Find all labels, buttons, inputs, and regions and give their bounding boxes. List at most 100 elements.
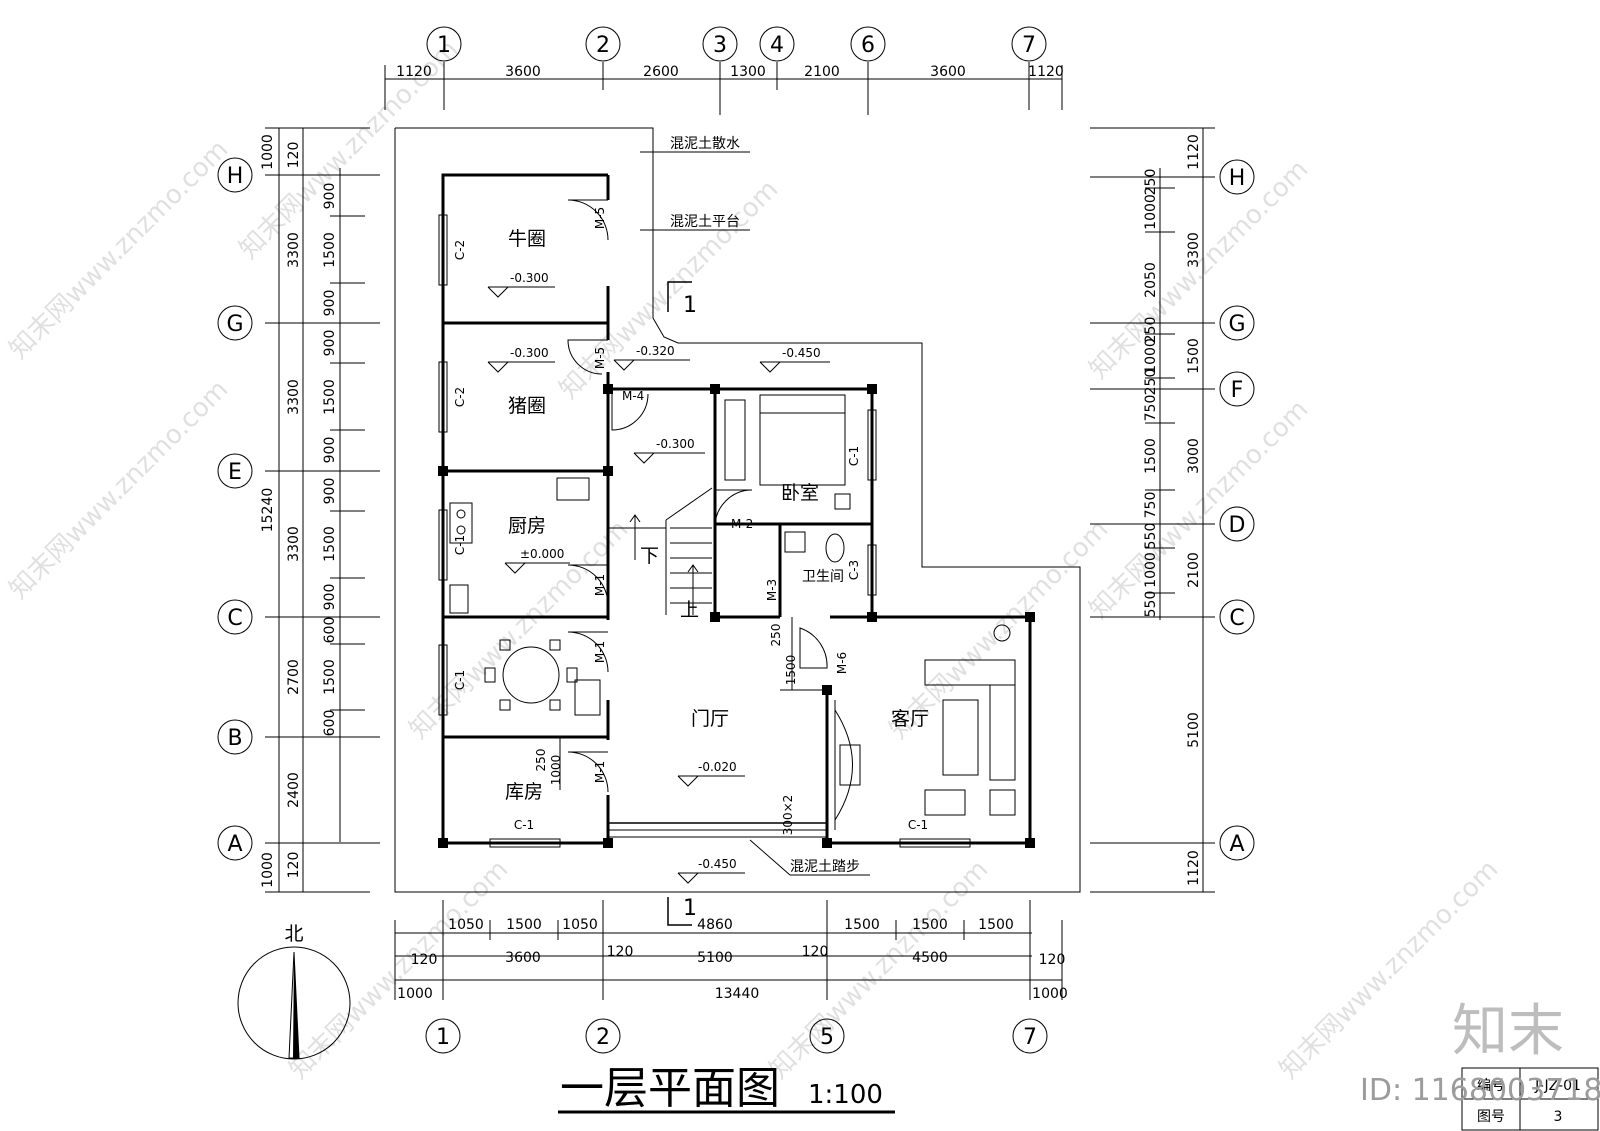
axis-bubble-label: 6	[861, 33, 875, 58]
title-block: 编号 J-JZ-01 图号 3	[1461, 1067, 1599, 1131]
level-marks: -0.300 -0.300 -0.320 -0.450 -0.300 ±0.00…	[487, 271, 830, 884]
window-tag: C-2	[453, 240, 467, 260]
dim-label: 600	[322, 710, 338, 737]
room-label-cow-pen: 牛圈	[508, 228, 546, 250]
room-label-hall: 门厅	[691, 708, 729, 730]
dim-label: 250	[1143, 317, 1159, 344]
north-arrow: 北	[237, 923, 351, 1060]
dim-label: 1500	[322, 659, 338, 695]
level-label: -0.300	[656, 437, 695, 451]
window-tag: C-1	[453, 535, 467, 555]
left-dimensions: 1000 3300 3300 3300 2700 2400 1000 15240…	[260, 127, 380, 893]
axis-bubble-label: 5	[820, 1025, 834, 1050]
axis-bubble-label: C	[1229, 606, 1244, 631]
title-block-value: 3	[1554, 1109, 1563, 1125]
dim-label: 2600	[643, 64, 679, 80]
dim-label: 1120	[1186, 134, 1202, 170]
dim-label: 1120	[1028, 64, 1064, 80]
drawing-title: 一层平面图 1:100	[558, 1063, 895, 1114]
drawing-title-text: 一层平面图	[560, 1063, 780, 1114]
windows	[438, 214, 971, 848]
dim-label: 900	[322, 584, 338, 611]
axis-bubble-label: B	[227, 726, 242, 751]
dim-label: 1500	[844, 917, 880, 933]
dim-label: 900	[322, 437, 338, 464]
title-block-label: 编号	[1477, 1078, 1505, 1094]
dim-label: 120	[607, 944, 634, 960]
dim-label: 1000	[260, 852, 276, 888]
watermark-text: 知末网www.znzmo.com	[284, 854, 515, 1085]
axis-bubble-label: A	[1229, 832, 1244, 857]
axis-bubble-label: 1	[436, 1025, 450, 1050]
door-tag: M-1	[593, 761, 607, 783]
dim-label: 1050	[448, 917, 484, 933]
dim-label: 2700	[286, 659, 302, 695]
dim-label: 750	[1143, 395, 1159, 422]
axis-bubble-label: 7	[1022, 33, 1036, 58]
dim-label: 1000	[1032, 986, 1068, 1002]
watermark-logo: 知末 ID: 1168003718	[1360, 999, 1600, 1108]
door-tag: M-5	[593, 207, 607, 229]
annotations: 混泥土散水 混泥土平台 混泥土踏步 1 1	[640, 136, 870, 926]
dim-label: 3000	[1186, 438, 1202, 474]
dim-label: 4860	[697, 917, 733, 933]
dim-label: 2100	[804, 64, 840, 80]
staircase: 上 下	[608, 487, 713, 621]
dim-label: 900	[322, 290, 338, 317]
window-tag: C-1	[453, 670, 467, 690]
level-label: -0.300	[510, 346, 549, 360]
level-label: ±0.000	[520, 547, 564, 561]
drawing-scale: 1:100	[808, 1080, 883, 1110]
axis-bubble-label: E	[228, 460, 242, 485]
dim-label: 4500	[912, 950, 948, 966]
dim-label: 900	[322, 478, 338, 505]
dim-label: 1500	[506, 917, 542, 933]
window-tag: C-1	[514, 818, 534, 832]
window-tag: C-2	[453, 387, 467, 407]
room-label-bedroom: 卧室	[781, 482, 819, 504]
top-axis-markers: 1 2 3 4 6 7	[426, 26, 1047, 62]
level-label: -0.320	[636, 344, 675, 358]
dim-label: 13440	[715, 986, 760, 1002]
room-label-bathroom: 卫生间	[802, 569, 844, 585]
dim-label: 1000	[397, 986, 433, 1002]
watermark-text: 知末网www.znzmo.com	[764, 854, 995, 1085]
dim-label: 1300	[730, 64, 766, 80]
axis-bubble-label: 2	[596, 33, 610, 58]
dim-label: 250	[1143, 369, 1159, 396]
watermark-text: 知末网www.znzmo.com	[554, 174, 785, 405]
dim-label: 1500	[322, 379, 338, 415]
axis-bubble-label: F	[1231, 378, 1244, 403]
watermark-text: 知末网www.znzmo.com	[1084, 394, 1315, 625]
top-dimensions: 1120 3600 2600 1300 2100 3600 1120	[384, 62, 1064, 115]
axis-bubble-label: 3	[713, 33, 727, 58]
dim-label: 250	[1143, 169, 1159, 196]
left-axis-markers: H G E C B A	[217, 157, 253, 861]
room-label-pig-pen: 猪圈	[508, 395, 546, 417]
section-mark-label: 1	[683, 896, 697, 921]
watermark-id: ID: 1168003718	[1360, 1073, 1600, 1108]
dim-label: 120	[411, 952, 438, 968]
axis-bubble-label: G	[1228, 312, 1245, 337]
stair-down-label: 下	[640, 545, 659, 567]
furniture	[449, 394, 1016, 830]
level-label: -0.020	[698, 760, 737, 774]
dim-label: 120	[1039, 952, 1066, 968]
dim-label: 2050	[1143, 262, 1159, 298]
dim-label: 5100	[697, 950, 733, 966]
dim-label: 120	[286, 142, 302, 169]
axis-bubble-label: 4	[770, 33, 784, 58]
title-block-label: 图号	[1477, 1109, 1505, 1125]
dim-label: 600	[322, 617, 338, 644]
axis-bubble-label: A	[227, 832, 242, 857]
level-label: -0.300	[510, 271, 549, 285]
level-label: -0.450	[782, 346, 821, 360]
dim-label: 550	[1143, 523, 1159, 550]
dim-label: 5100	[1186, 712, 1202, 748]
room-label-kitchen: 厨房	[508, 515, 546, 537]
dim-total-label: 15240	[260, 488, 276, 533]
window-tag: C-3	[847, 560, 861, 580]
axis-bubble-label: 7	[1023, 1025, 1037, 1050]
dim-label: 3300	[1186, 232, 1202, 268]
